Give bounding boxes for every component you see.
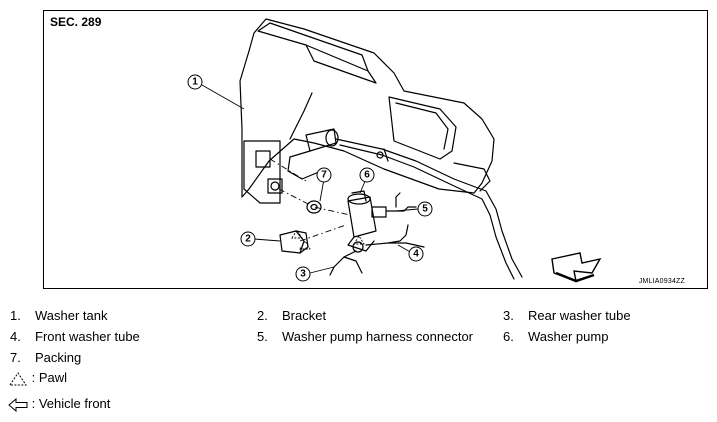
figure-code: JMLIA0934ZZ bbox=[638, 278, 685, 285]
pawl-triangle-icon bbox=[291, 229, 303, 239]
pawl-triangle-icon bbox=[9, 371, 27, 386]
diagram-frame: SEC. 289 bbox=[43, 10, 708, 289]
bracket bbox=[279, 230, 305, 254]
washer-tank-illustration: 1 7 2 3 6 5 4 bbox=[187, 18, 602, 283]
tank-hose bbox=[335, 138, 523, 278]
pawl-legend-row: : Pawl bbox=[8, 370, 67, 387]
rear-washer-tube bbox=[329, 250, 357, 276]
front-washer-tube bbox=[387, 242, 425, 248]
callout-1: 1 bbox=[192, 77, 198, 88]
tank-filler-panel bbox=[388, 96, 457, 160]
callout-3: 3 bbox=[300, 269, 306, 280]
callout-2: 2 bbox=[245, 234, 251, 245]
vehicle-front-legend-row: : Vehicle front bbox=[8, 396, 110, 412]
section-label: SEC. 289 bbox=[50, 15, 102, 29]
callout-4: 4 bbox=[413, 249, 419, 260]
tank-mount-bracket bbox=[243, 140, 281, 204]
callout-7: 7 bbox=[321, 170, 327, 181]
vehicle-front-arrow-icon bbox=[551, 252, 602, 283]
vehicle-front-arrow-icon bbox=[8, 397, 28, 412]
tank-top-ridge bbox=[257, 22, 369, 72]
callout-6: 6 bbox=[364, 170, 370, 181]
callout-5: 5 bbox=[422, 204, 428, 215]
packing bbox=[306, 200, 322, 214]
harness-wire bbox=[395, 192, 401, 208]
washer-pump-body bbox=[347, 196, 377, 238]
